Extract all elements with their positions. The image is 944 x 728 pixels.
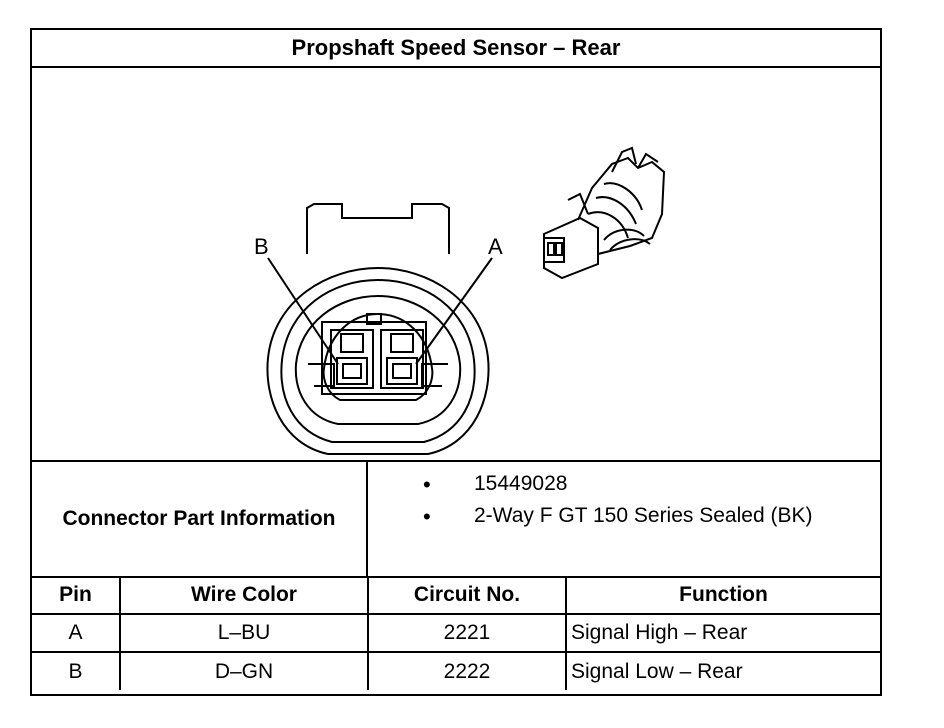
pin-table: Pin Wire Color Circuit No. Function A L–… [32,576,880,690]
connector-inner-ring [294,294,462,425]
connector-drawing: B A [254,146,666,455]
cavity-a [380,329,424,389]
connector-outer-shell [266,266,490,455]
cavity-b-upper [340,333,364,353]
circuit-no-cell: 2222 [367,651,567,690]
table-row: A L–BU 2221 Signal High – Rear [32,613,880,653]
pin-cell: A [32,613,121,653]
bullet-icon: • [423,472,431,497]
cavity-a-terminal [392,363,412,379]
list-item: • 15449028 [368,472,880,502]
terminal-key [366,313,382,325]
function-cell: Signal High – Rear [565,613,880,653]
cavity-b-terminal [342,363,362,379]
pin-b-leader-line [267,257,339,365]
connector-part-info-label: Connector Part Information [32,462,368,578]
table-row: B D–GN 2222 Signal Low – Rear [32,651,880,690]
circuit-no-cell: 2221 [367,613,567,653]
page-title: Propshaft Speed Sensor – Rear [32,30,880,68]
header-function: Function [565,576,880,615]
connector-perspective-view [543,146,666,280]
part-number: 15449028 [474,472,568,495]
pin-a-leader-line [415,257,493,365]
pin-a-label: A [488,234,503,259]
header-pin: Pin [32,576,121,615]
bullet-icon: • [423,504,431,529]
header-wire-color: Wire Color [119,576,369,615]
connector-latch [306,203,450,254]
header-circuit-no: Circuit No. [367,576,567,615]
cavity-a-upper [390,333,414,353]
cavity-b [330,329,374,389]
connector-diagram: B A [32,68,880,462]
list-item: • 2-Way F GT 150 Series Sealed (BK) [368,504,880,534]
cavity-a-lower [386,357,418,385]
function-cell: Signal Low – Rear [565,651,880,690]
connector-info-sheet: Propshaft Speed Sensor – Rear [30,28,882,696]
terminal-block [321,321,427,395]
wire-color-cell: D–GN [119,651,369,690]
table-header-row: Pin Wire Color Circuit No. Function [32,576,880,615]
cavity-b-lower [336,357,368,385]
pin-cell: B [32,651,121,690]
connector-part-info-list: • 15449028 • 2-Way F GT 150 Series Seale… [368,462,880,578]
wire-color-cell: L–BU [119,613,369,653]
connector-description: 2-Way F GT 150 Series Sealed (BK) [474,504,813,527]
connector-outer-ring [280,278,476,443]
pin-b-label: B [254,234,269,259]
